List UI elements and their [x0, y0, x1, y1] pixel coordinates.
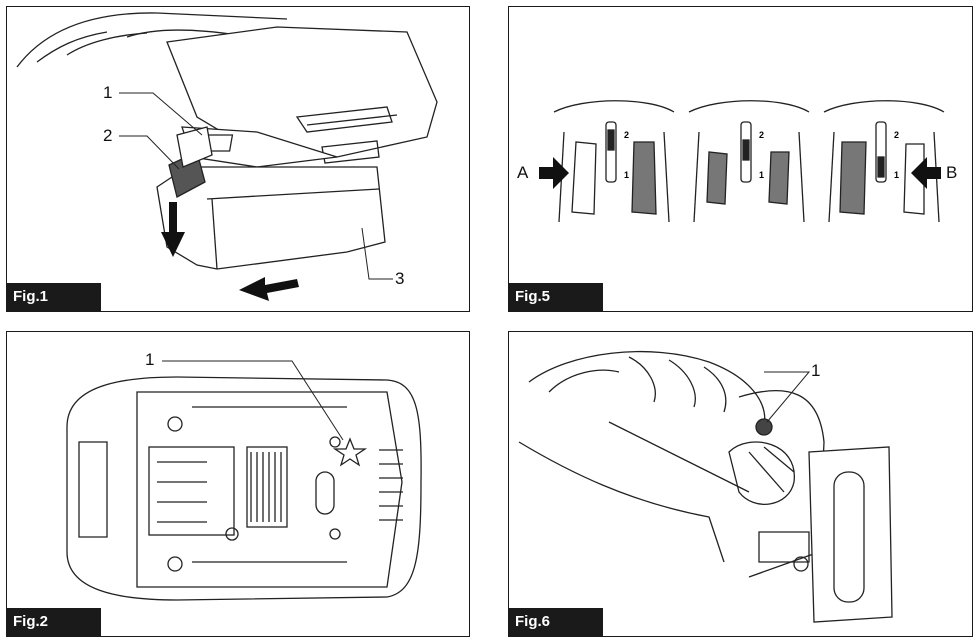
figure-label: Fig.5	[509, 283, 603, 311]
callout-1: 1	[103, 83, 113, 102]
callout-a: A	[517, 163, 529, 182]
callout-1: 1	[145, 350, 155, 369]
figure-label: Fig.2	[7, 608, 101, 636]
speed-mark-2: 2	[759, 130, 764, 140]
figure-6-panel: 1 Fig.6	[508, 331, 973, 637]
callout-1: 1	[811, 361, 821, 380]
figure-label: Fig.1	[7, 283, 101, 311]
figure-2-panel: 1 Fig.2	[6, 331, 470, 637]
callout-3: 3	[395, 269, 405, 288]
speed-mark-2: 2	[894, 130, 899, 140]
speed-mark-1: 1	[624, 170, 629, 180]
blade-clamp-illustration	[518, 350, 893, 623]
figure-5-panel: 2 1 2 1 2 1 A B Fig.5	[508, 6, 973, 312]
speed-mark-1: 1	[759, 170, 764, 180]
speed-mark-1: 1	[894, 170, 899, 180]
callout-2: 2	[103, 126, 113, 145]
callout-b: B	[946, 163, 958, 182]
figure-1-panel: 1 2 3 Fig.1	[6, 6, 470, 312]
speed-mark-2: 2	[624, 130, 629, 140]
figure-label: Fig.6	[509, 608, 603, 636]
speed-switch-illustration: 2 1 2 1 2 1	[539, 100, 945, 223]
battery-removal-illustration	[16, 12, 438, 301]
battery-terminal-illustration	[66, 360, 422, 601]
